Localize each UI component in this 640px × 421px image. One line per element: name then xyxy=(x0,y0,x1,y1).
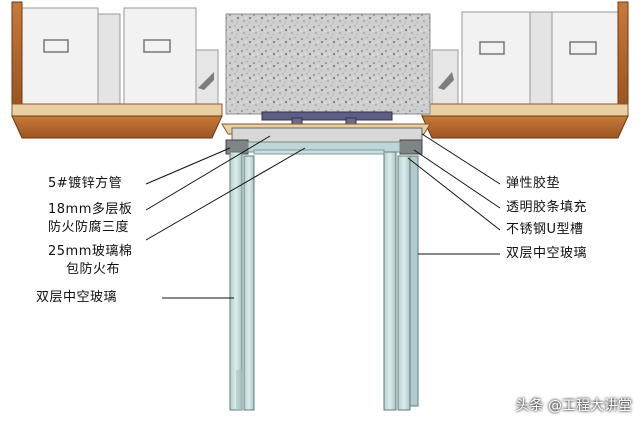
concrete-beam xyxy=(225,13,431,115)
right-glass-panes xyxy=(383,151,419,411)
upper-glass-strip xyxy=(253,149,385,155)
label-sealant-strip: 透明胶条填充 xyxy=(506,200,588,215)
right-wood-frame xyxy=(421,1,629,139)
label-plywood-2: 防火防腐三度 xyxy=(48,220,130,235)
label-u-channel: 不锈钢U型槽 xyxy=(506,222,584,237)
label-glasswool-1: 25mm玻璃棉 xyxy=(48,244,133,259)
label-plywood-1: 18mm多层板 xyxy=(48,202,133,217)
label-hollow-glass-right: 双层中空玻璃 xyxy=(506,246,588,261)
left-boxes xyxy=(21,7,219,105)
watermark: 头条 @工程大讲堂 xyxy=(515,398,632,414)
left-leader-lines xyxy=(145,135,306,299)
label-square-tube: 5#镀锌方管 xyxy=(48,176,123,191)
square-tube xyxy=(231,127,423,143)
right-leader-lines xyxy=(407,133,501,255)
right-boxes xyxy=(431,11,623,105)
label-hollow-glass-left: 双层中空玻璃 xyxy=(36,290,118,305)
left-wood-frame xyxy=(11,1,223,139)
label-glasswool-2: 包防火布 xyxy=(66,262,121,277)
left-glass-panes xyxy=(229,151,255,411)
label-rubber-pad: 弹性胶垫 xyxy=(506,176,561,191)
right-u-channel xyxy=(399,139,423,155)
